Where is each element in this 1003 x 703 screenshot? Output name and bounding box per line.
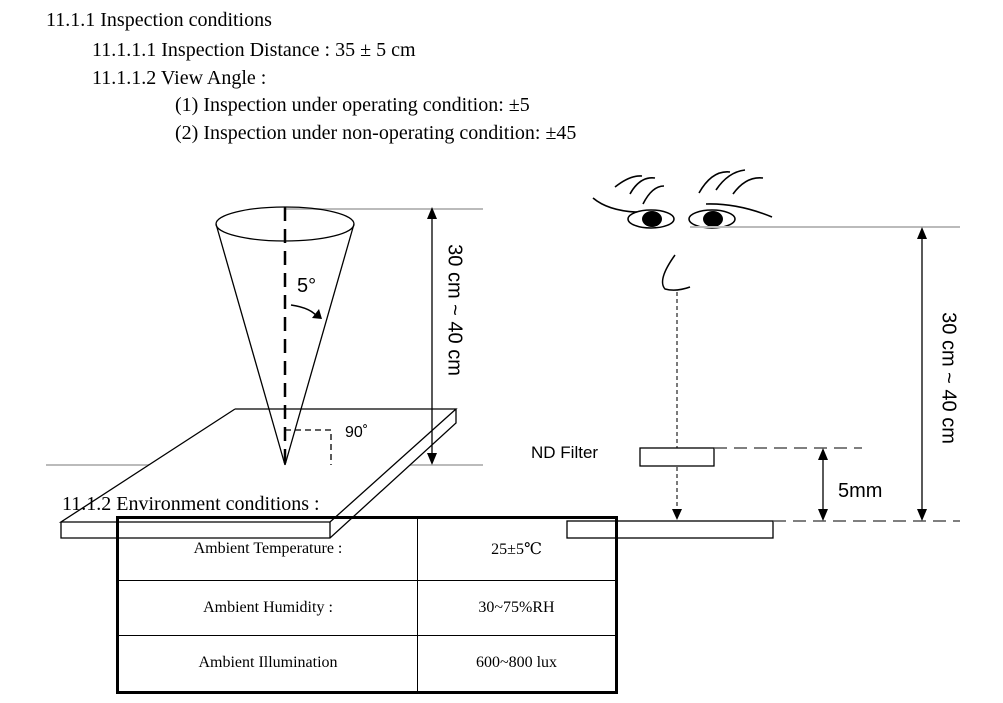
table-cell-value: 25±5℃ (417, 517, 617, 581)
gap-arrow-head-up (818, 448, 828, 460)
sight-arrow-head (672, 509, 682, 520)
nose-icon (661, 254, 691, 291)
environment-table: Ambient Temperature : 25±5℃ Ambient Humi… (116, 516, 618, 694)
left-arrow-head-down (427, 453, 437, 465)
eye-icon-right (688, 209, 736, 229)
right-distance-label: 30 cm ~ 40 cm (938, 312, 960, 444)
right-diagram: ND Filter 5mm 30 cm ~ 40 cm (531, 169, 960, 539)
view-angle-heading: 11.1.1.2 View Angle : (92, 67, 267, 89)
gap-arrow-head-down (818, 509, 828, 521)
table-cell-label: Ambient Humidity : (117, 579, 418, 636)
right-arrow-head-down (917, 509, 927, 521)
right-angle-marker (285, 429, 332, 465)
right-angle-label: 90˚ (345, 424, 368, 441)
table-cell-label: Ambient Illumination (117, 634, 418, 694)
table-cell-value: 30~75%RH (417, 579, 617, 636)
table-row: Ambient Humidity : 30~75%RH (117, 579, 617, 636)
left-arrow-head-up (427, 207, 437, 219)
section-heading-inspection-conditions: 11.1.1 Inspection conditions (46, 9, 272, 31)
table-row: Ambient Illumination 600~800 lux (117, 634, 617, 694)
angle-label: 5° (297, 275, 316, 297)
nd-filter-label: ND Filter (531, 443, 598, 462)
left-diagram: 5° 90˚ 30 cm ~ 40 cm (46, 206, 483, 539)
section-heading-environment-conditions: 11.1.2 Environment conditions : (62, 493, 320, 515)
table-cell-value: 600~800 lux (417, 634, 617, 694)
inspection-distance-line: 11.1.1.1 Inspection Distance : 35 ± 5 cm (92, 39, 416, 61)
view-angle-item-operating: (1) Inspection under operating condition… (175, 94, 530, 116)
view-cone (215, 206, 355, 466)
table-cell-label: Ambient Temperature : (117, 517, 418, 581)
eye-icon-left (627, 209, 675, 229)
left-distance-label: 30 cm ~ 40 cm (444, 244, 466, 376)
view-angle-item-non-operating: (2) Inspection under non-operating condi… (175, 122, 577, 144)
angle-arrow-head (312, 309, 322, 319)
right-arrow-head-up (917, 227, 927, 239)
gap-label: 5mm (838, 480, 882, 502)
eyebrow-lashes-icon (592, 169, 773, 218)
table-row: Ambient Temperature : 25±5℃ (117, 517, 617, 581)
nd-filter-box (639, 447, 715, 467)
